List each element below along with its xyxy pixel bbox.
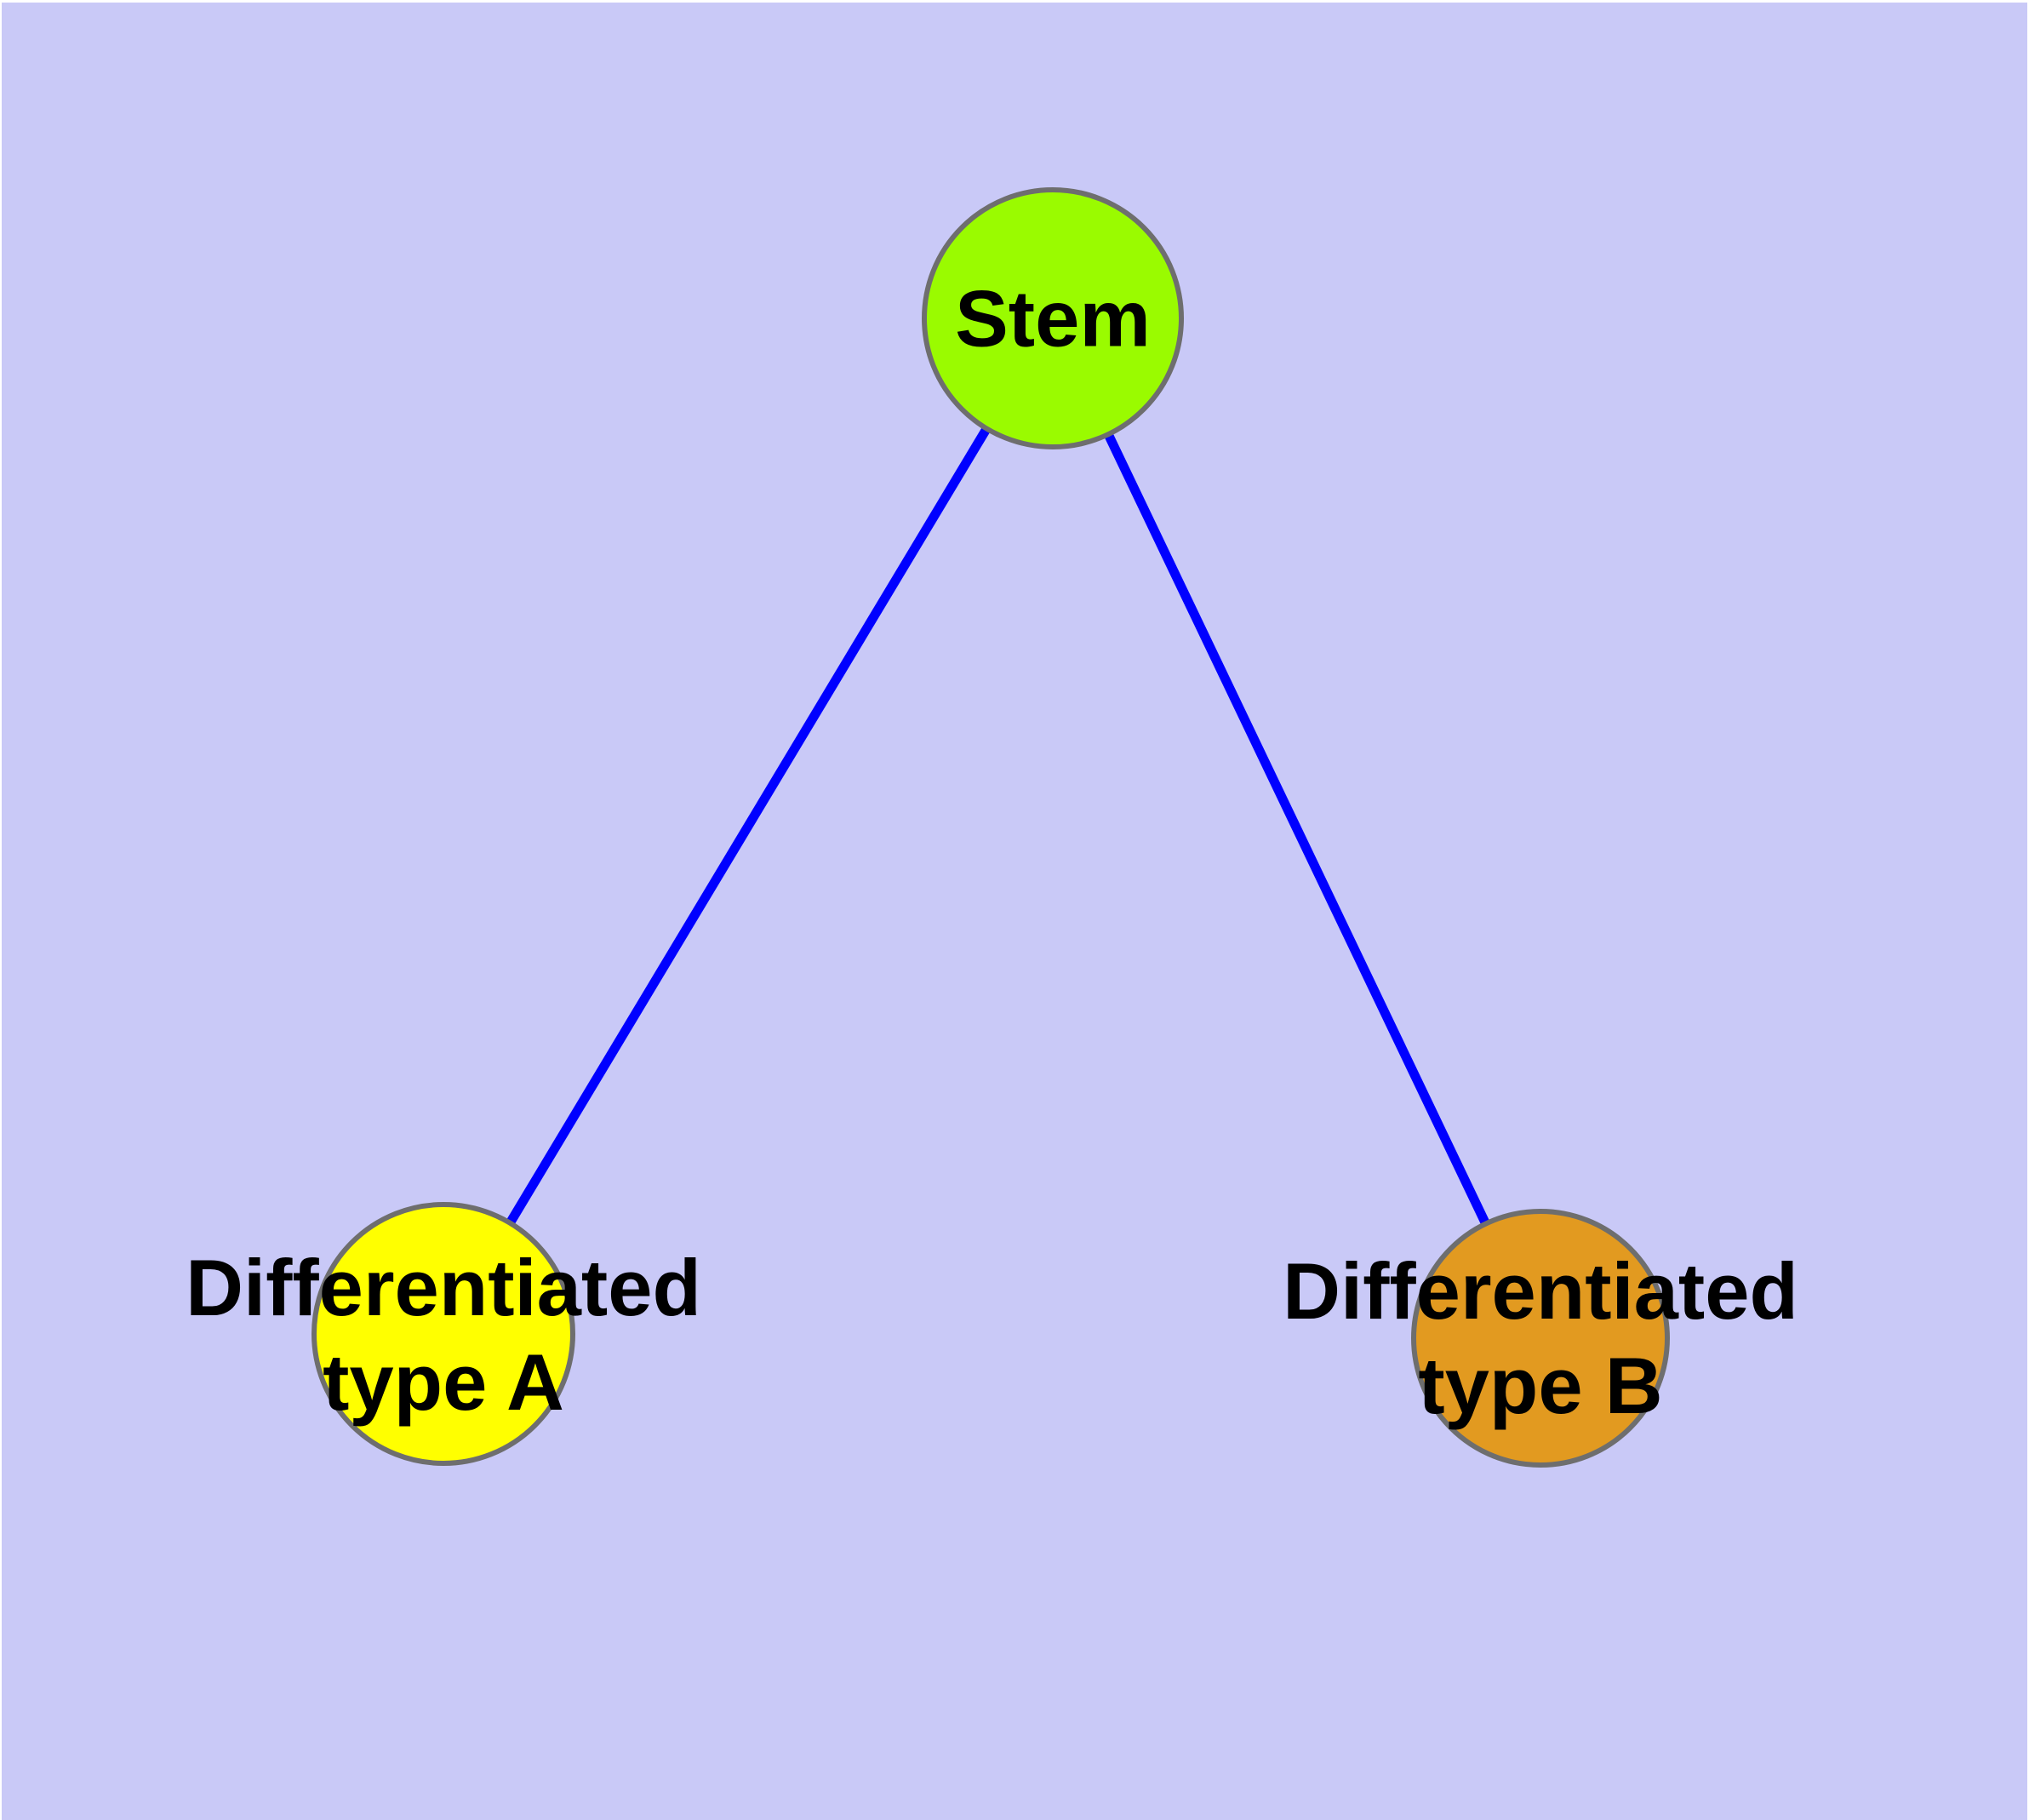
- node-type-b-circle: [1411, 1209, 1670, 1468]
- node-type-a-label: Differentiated type A: [186, 1240, 701, 1429]
- edge-stem-to-type-a: [439, 316, 1057, 1336]
- node-stem-label: Stem: [955, 272, 1151, 366]
- node-type-b-label-line1: Differentiated: [1283, 1246, 1798, 1336]
- node-type-b-label: Differentiated type B: [1283, 1244, 1798, 1433]
- edge-stem-to-type-b: [1049, 316, 1545, 1341]
- node-type-a-label-line2: type A: [323, 1337, 564, 1427]
- node-stem-circle: [922, 187, 1184, 449]
- node-type-b-label-line2: type B: [1418, 1341, 1663, 1430]
- node-type-a-label-line1: Differentiated: [186, 1243, 701, 1332]
- node-stem-label-text: Stem: [955, 273, 1151, 363]
- node-type-a-circle: [311, 1202, 575, 1466]
